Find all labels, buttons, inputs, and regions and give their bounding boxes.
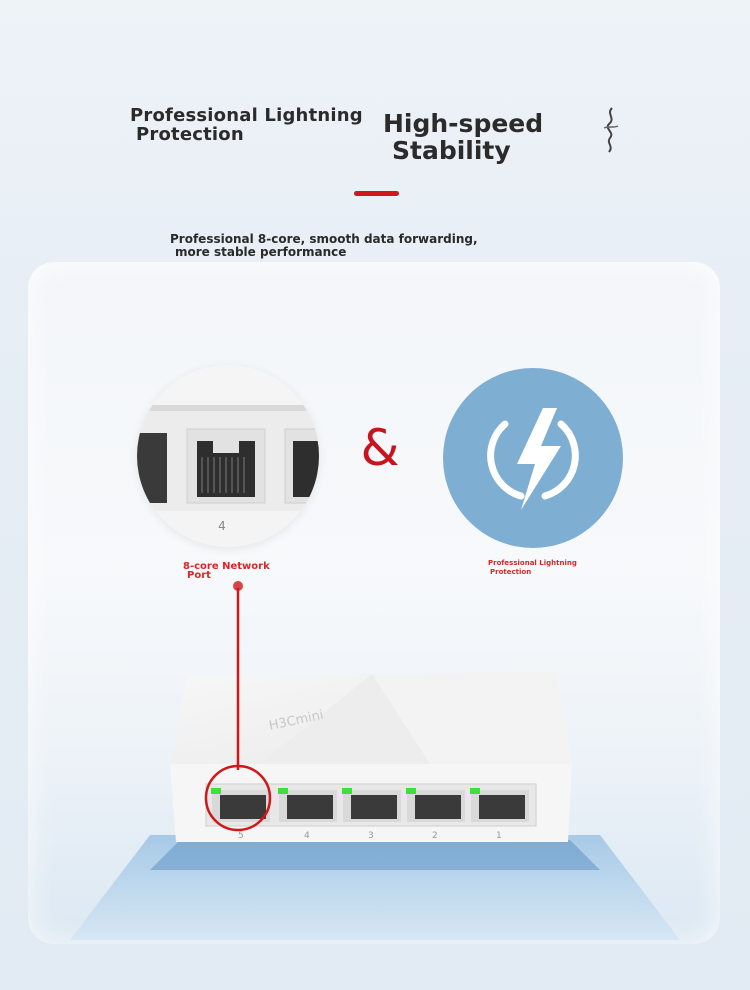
lightning-bolt-icon xyxy=(487,408,579,510)
accent-divider xyxy=(354,191,399,196)
main-heading-line1: High-speed xyxy=(383,109,544,138)
subtitle-line2: more stable performance xyxy=(175,245,347,259)
device-port-label: 2 xyxy=(432,831,438,841)
decorative-squiggle-icon xyxy=(603,107,619,153)
port-caption: 8-core Network Port xyxy=(183,561,283,581)
feature-heading-line1: Professional Lightning xyxy=(130,105,363,126)
device-port-label: 1 xyxy=(496,831,502,841)
port-caption-line2: Port xyxy=(187,570,211,581)
port-closeup-image: 4 xyxy=(137,365,319,547)
subtitle-line1: Professional 8-core, smooth data forward… xyxy=(170,232,478,246)
lightning-protection-image xyxy=(443,368,623,548)
lightning-caption-line1: Professional Lightning xyxy=(488,559,577,567)
lightning-caption-line2: Protection xyxy=(490,568,532,576)
main-heading: High-speed Stability xyxy=(383,110,583,164)
port-caption-line1: 8-core Network xyxy=(183,561,270,572)
device-port-label: 4 xyxy=(304,831,310,841)
port-highlight-circle xyxy=(204,764,272,832)
port-number-label: 4 xyxy=(218,519,226,533)
subtitle: Professional 8-core, smooth data forward… xyxy=(170,233,500,259)
feature-heading-lightning: Professional Lightning Protection xyxy=(130,106,370,144)
device-port-label: 3 xyxy=(368,831,374,841)
main-heading-line2: Stability xyxy=(392,136,511,165)
ampersand: & xyxy=(360,419,400,477)
device-port-label: 5 xyxy=(238,831,244,841)
feature-heading-line2: Protection xyxy=(136,124,244,145)
lightning-caption: Professional Lightning Protection xyxy=(488,559,598,577)
